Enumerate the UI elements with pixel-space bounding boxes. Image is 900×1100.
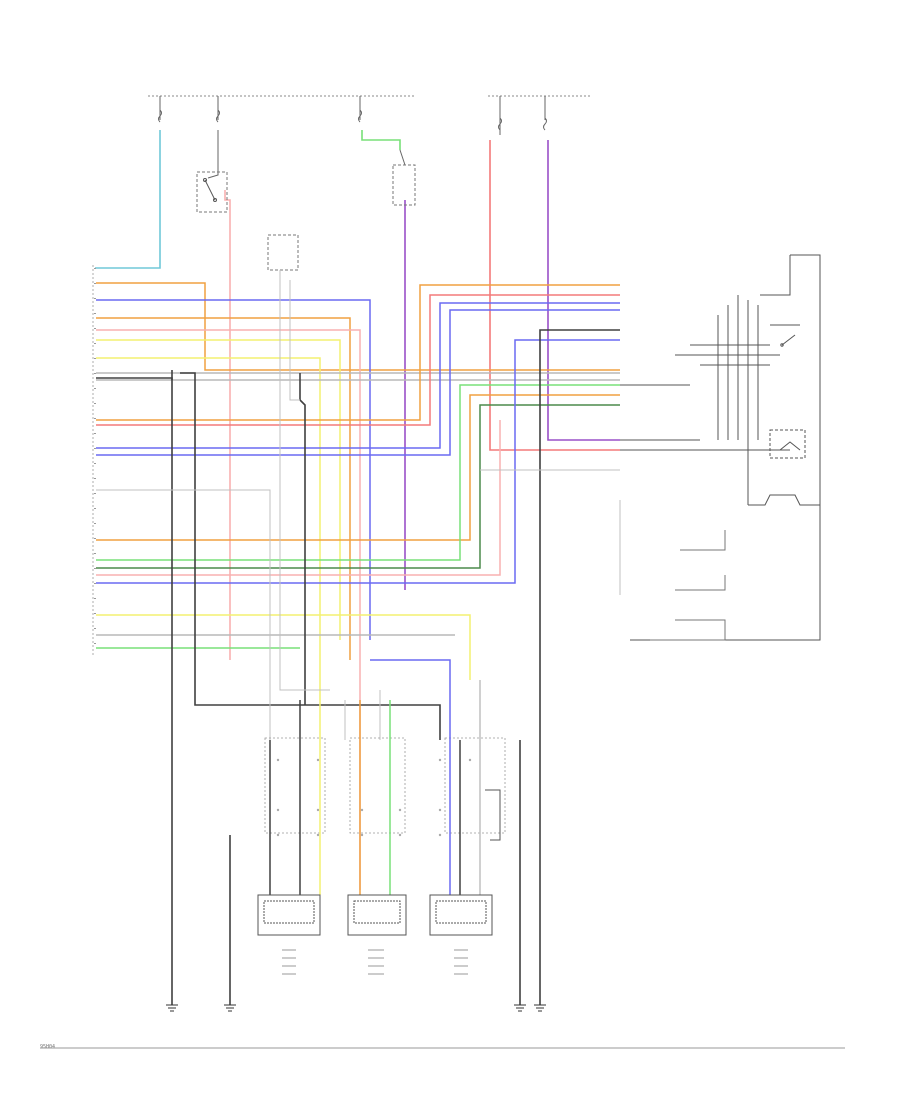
fuse-icon (498, 117, 502, 131)
ground-icon (166, 1004, 178, 1012)
actuator-text-marks (282, 949, 468, 975)
ground-icon (534, 1004, 546, 1012)
actuator-wires (269, 659, 501, 895)
pin-marks (94, 268, 96, 644)
connector-pins (276, 758, 472, 837)
ground-icon (514, 1004, 526, 1012)
right-bus-vertical (675, 295, 780, 505)
fuse-icon (158, 109, 162, 123)
fuse-group (158, 96, 547, 135)
illumination-box (267, 234, 299, 271)
harness-wires (96, 282, 620, 890)
motor-icon (347, 894, 407, 936)
fuse-icon (216, 109, 220, 123)
fuse-icon (543, 117, 547, 131)
relay-1 (196, 171, 228, 213)
fuse-icon (358, 109, 362, 123)
wiring-lines-right (620, 384, 790, 451)
switch-icon (780, 334, 796, 347)
connector-blocks (264, 737, 506, 834)
motor-icon (257, 894, 321, 936)
motor-icon (429, 894, 493, 936)
solenoid-labels (650, 530, 726, 641)
lamp-box (392, 164, 416, 206)
thin-wires (96, 270, 621, 740)
switch-icon (203, 178, 217, 202)
footer-code: 95H04 (40, 1044, 56, 1050)
ground-icon (224, 1004, 236, 1012)
switch-icon (748, 494, 820, 506)
motor-icon (769, 429, 806, 459)
dark-wires (96, 329, 620, 1005)
